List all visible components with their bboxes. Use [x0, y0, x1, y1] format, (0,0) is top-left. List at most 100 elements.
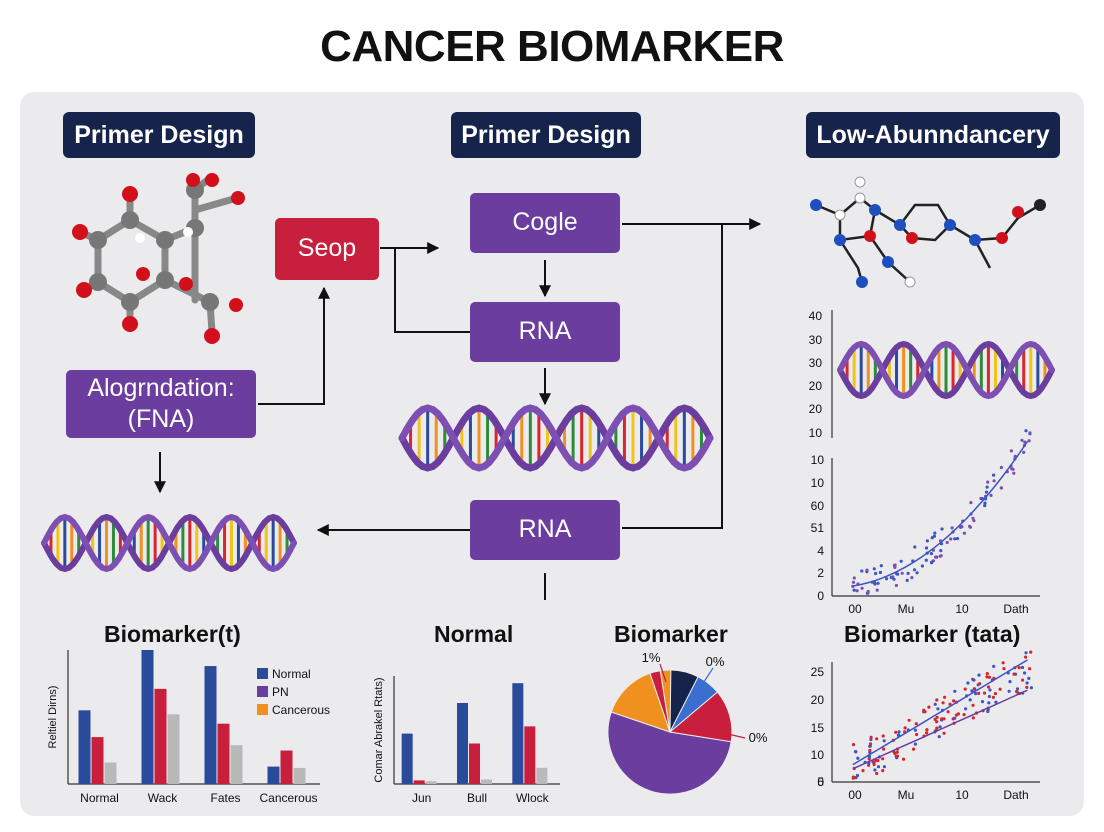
scatter-point: [900, 571, 904, 575]
scatter-point: [942, 731, 946, 735]
y-tick-label: 10: [811, 748, 825, 762]
scatter-point: [952, 699, 956, 703]
scatter-point: [991, 695, 996, 700]
bar: [425, 781, 437, 784]
y-axis-label: Reltiel Dirns): [47, 686, 59, 749]
bar: [167, 714, 180, 784]
scatter-point: [892, 563, 897, 568]
scatter-point: [989, 493, 993, 497]
pie-slice: [668, 691, 733, 743]
molecule-right: [810, 176, 1046, 288]
x-tick-label: Mu: [898, 788, 915, 802]
scatter-point: [954, 713, 959, 717]
scatter-point: [949, 537, 953, 541]
y-tick-label: 40: [809, 309, 823, 323]
x-tick-label: Bull: [467, 791, 487, 805]
pie-label: 1%: [642, 650, 661, 665]
scatter-point: [851, 743, 856, 747]
scatter-point: [855, 589, 859, 593]
scatter-point: [960, 525, 964, 529]
scatter-point: [993, 692, 998, 696]
scatter-point: [856, 756, 860, 760]
scatter-point: [915, 732, 919, 737]
scatter-point: [946, 710, 950, 714]
x-tick-label: 00: [848, 602, 862, 616]
header-right: Low-Abunndancery: [806, 112, 1060, 158]
scatter-point: [894, 583, 899, 588]
legend-swatch: [257, 704, 268, 715]
header-middle: Primer Design: [451, 112, 641, 158]
scatter-point: [1020, 665, 1025, 670]
y-tick-label: 60: [811, 499, 825, 513]
scatter-point: [906, 571, 910, 576]
scatter-point: [942, 717, 946, 721]
pie-label-line: [659, 663, 667, 683]
scatter-point: [1007, 689, 1011, 693]
scatter-point: [933, 717, 937, 722]
scatter-point: [970, 689, 974, 693]
y-tick-label: 20: [809, 379, 823, 393]
scatter-point: [980, 700, 985, 704]
chart3-title: Biomarker: [614, 621, 728, 647]
scatter-point: [987, 675, 992, 679]
scatter-point: [972, 519, 976, 523]
x-tick-label: 00: [848, 788, 862, 802]
scatter-point: [962, 531, 967, 535]
scatter-point: [866, 589, 870, 594]
scatter-point: [971, 516, 975, 520]
scatter-point: [910, 576, 914, 580]
scatter-point: [999, 486, 1003, 490]
bar: [536, 767, 548, 784]
bar: [91, 737, 104, 784]
scatter-point: [1025, 685, 1029, 690]
chart2-title: Normal: [434, 621, 514, 647]
scatter-point: [977, 691, 981, 696]
scatter-point: [1023, 671, 1027, 675]
scatter-point: [1024, 655, 1028, 659]
page-title: CANCER BIOMARKER: [320, 22, 784, 71]
y-tick-label: 30: [809, 356, 823, 370]
scatter-point: [938, 554, 942, 558]
scatter-point: [914, 722, 918, 726]
scatter-point: [893, 751, 897, 756]
scatter-point: [937, 735, 941, 739]
dna-helix-left: [41, 513, 297, 573]
y-tick-label: 51: [811, 521, 825, 535]
dna-helix-right: [837, 340, 1055, 400]
arrow-alog-to-seop: [258, 286, 330, 405]
bar: [293, 767, 306, 784]
scatter-point: [902, 757, 906, 761]
scatter-point: [945, 540, 949, 545]
scatter-point: [1024, 429, 1028, 433]
scatter-point: [987, 701, 991, 705]
scatter-point: [992, 473, 996, 477]
trend-line: [852, 689, 1028, 770]
scatter-point: [923, 710, 927, 714]
scatter-point: [963, 687, 967, 691]
molecule-left: [72, 173, 245, 344]
y-tick-label: 10: [809, 426, 823, 440]
scatter-point: [1027, 676, 1031, 681]
y-tick-label: 25: [811, 665, 825, 679]
scatter-point: [872, 762, 876, 767]
scatter-point: [938, 725, 942, 729]
flow-arrows: [154, 218, 762, 600]
scatter-point: [851, 580, 856, 584]
scatter-point: [940, 717, 944, 721]
scatter-point: [950, 526, 954, 530]
pie-label: 0%: [706, 654, 725, 669]
bar: [104, 762, 117, 784]
scatter-point: [875, 588, 879, 592]
y-tick-label: 0: [817, 775, 824, 789]
scatter-point: [953, 716, 957, 720]
helix-strand: [837, 340, 1055, 400]
scatter-point: [933, 531, 937, 535]
scatter-point: [992, 479, 996, 483]
legend-label: PN: [272, 685, 289, 699]
bar: [457, 703, 468, 784]
seop-box: Seop: [275, 218, 379, 280]
